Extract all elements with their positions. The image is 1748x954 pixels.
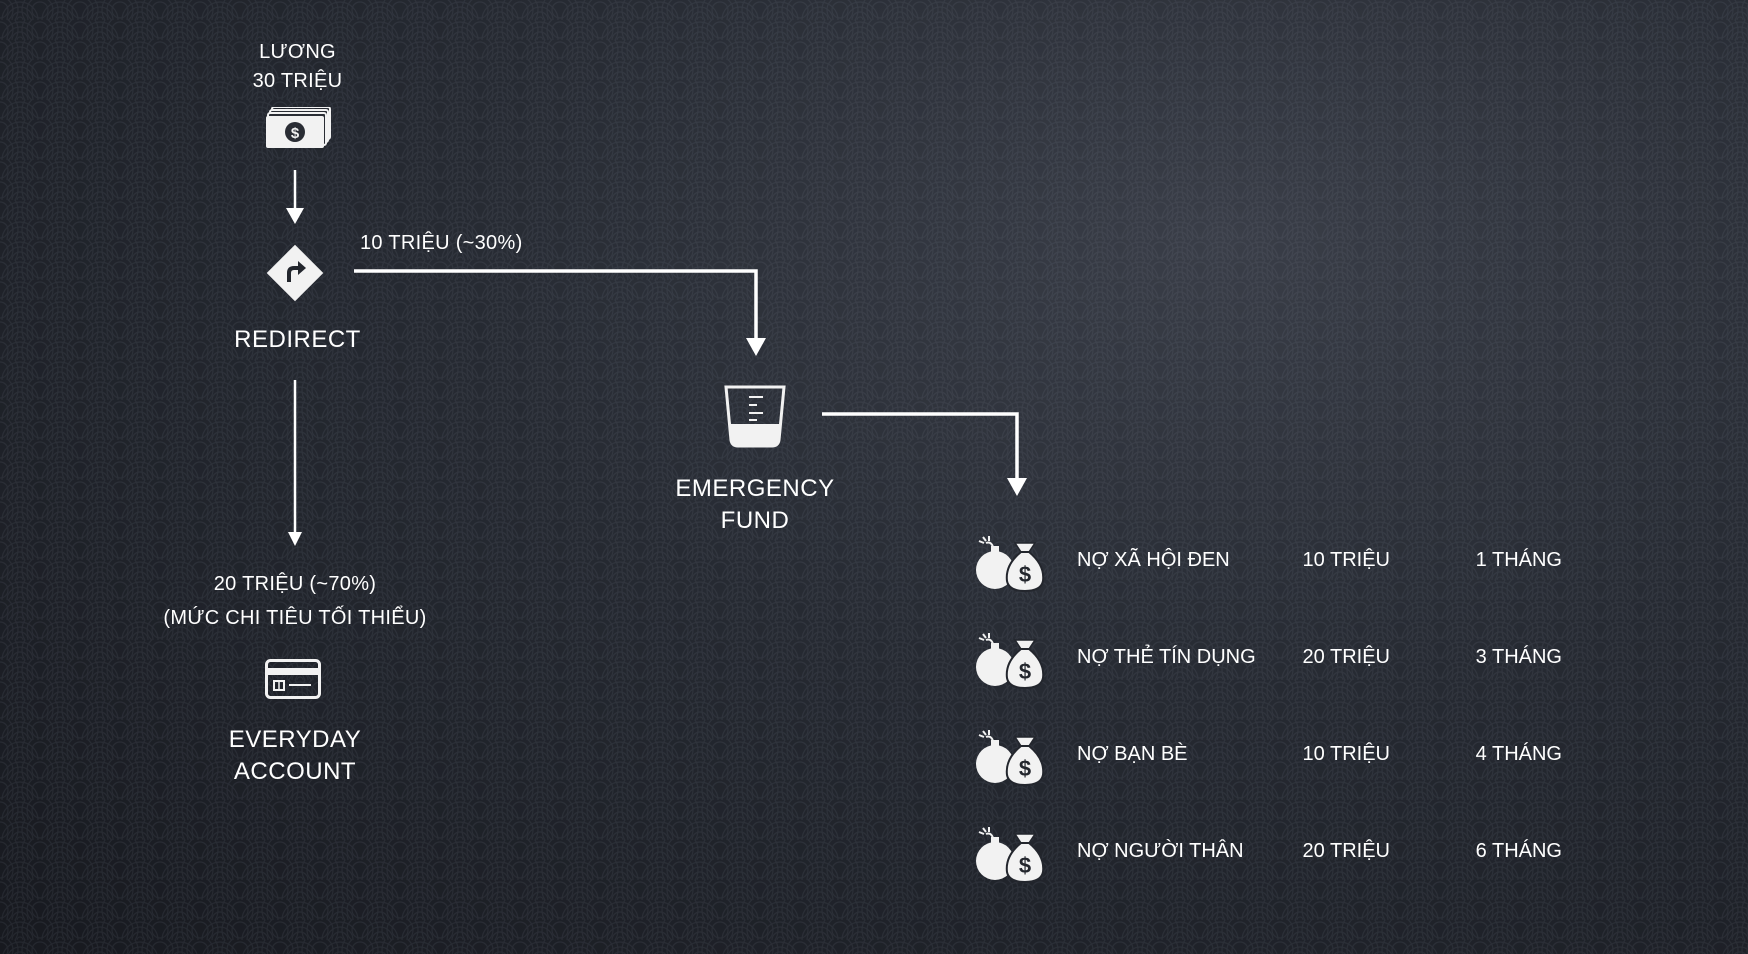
svg-text:$: $ xyxy=(1019,659,1031,684)
redirect-label: REDIRECT xyxy=(234,326,361,353)
arrow-redirect-to-emergency-fund xyxy=(354,269,766,356)
everyday-branch-note: (MỨC CHI TIÊU TỐI THIỂU) xyxy=(163,607,427,629)
arrow-redirect-to-everyday xyxy=(288,380,302,546)
redirect-sign-icon xyxy=(266,244,324,302)
debt-row: $ NỢ BẠN BÈ 10 TRIỆU 4 THÁNG xyxy=(975,727,1595,787)
emergency-fund-line2: FUND xyxy=(720,507,790,534)
debt-term: 1 THÁNG xyxy=(1475,549,1562,571)
debt-term: 3 THÁNG xyxy=(1475,646,1562,668)
measuring-cup-icon xyxy=(724,385,786,448)
emergency-fund-label: EMERGENCY FUND xyxy=(665,473,845,537)
everyday-branch-label: 20 TRIỆU (~70%) (MỨC CHI TIÊU TỐI THIỂU) xyxy=(150,570,440,633)
debt-amount: 20 TRIỆU xyxy=(1302,840,1390,862)
svg-text:$: $ xyxy=(1019,562,1031,587)
svg-text:$: $ xyxy=(1019,756,1031,781)
salary-label: LƯƠNG 30 TRIỆU xyxy=(215,38,380,96)
debt-amount: 20 TRIỆU xyxy=(1302,646,1390,668)
debt-row: $ NỢ XÃ HỘI ĐEN 10 TRIỆU 1 THÁNG xyxy=(975,533,1595,593)
debt-name: NỢ BẠN BÈ xyxy=(1077,743,1188,765)
emergency-branch-label: 10 TRIỆU (~30%) xyxy=(360,232,523,254)
bomb-money-bag-icon: $ xyxy=(976,633,1045,690)
svg-text:$: $ xyxy=(1019,853,1031,878)
everyday-branch-amount: 20 TRIỆU (~70%) xyxy=(213,573,377,595)
everyday-account-line1: EVERYDAY xyxy=(228,726,362,753)
arrow-emergency-to-debts xyxy=(822,412,1027,496)
arrow-salary-to-redirect xyxy=(286,170,304,224)
bomb-money-bag-icon: $ xyxy=(976,536,1045,593)
debt-name: NỢ NGƯỜI THÂN xyxy=(1077,840,1244,862)
debt-amount: 10 TRIỆU xyxy=(1302,743,1390,765)
debt-row: $ NỢ THẺ TÍN DỤNG 20 TRIỆU 3 THÁNG xyxy=(975,630,1595,690)
debt-term: 6 THÁNG xyxy=(1475,840,1562,862)
debt-amount: 10 TRIỆU xyxy=(1302,549,1390,571)
svg-text:$: $ xyxy=(291,125,300,142)
bomb-money-bag-icon: $ xyxy=(976,827,1045,884)
everyday-account-label: EVERYDAY ACCOUNT xyxy=(205,724,385,788)
emergency-fund-line1: EMERGENCY xyxy=(675,475,835,502)
debt-name: NỢ THẺ TÍN DỤNG xyxy=(1077,646,1256,668)
bomb-money-bag-icon: $ xyxy=(976,730,1045,787)
debt-name: NỢ XÃ HỘI ĐEN xyxy=(1077,549,1230,571)
cash-stack-icon: $ xyxy=(266,107,331,148)
everyday-account-line2: ACCOUNT xyxy=(233,758,357,785)
salary-amount: 30 TRIỆU xyxy=(252,70,343,92)
credit-card-icon xyxy=(265,659,321,699)
debt-term: 4 THÁNG xyxy=(1475,743,1562,765)
salary-title: LƯƠNG xyxy=(259,41,336,63)
debt-row: $ NỢ NGƯỜI THÂN 20 TRIỆU 6 THÁNG xyxy=(975,824,1595,884)
